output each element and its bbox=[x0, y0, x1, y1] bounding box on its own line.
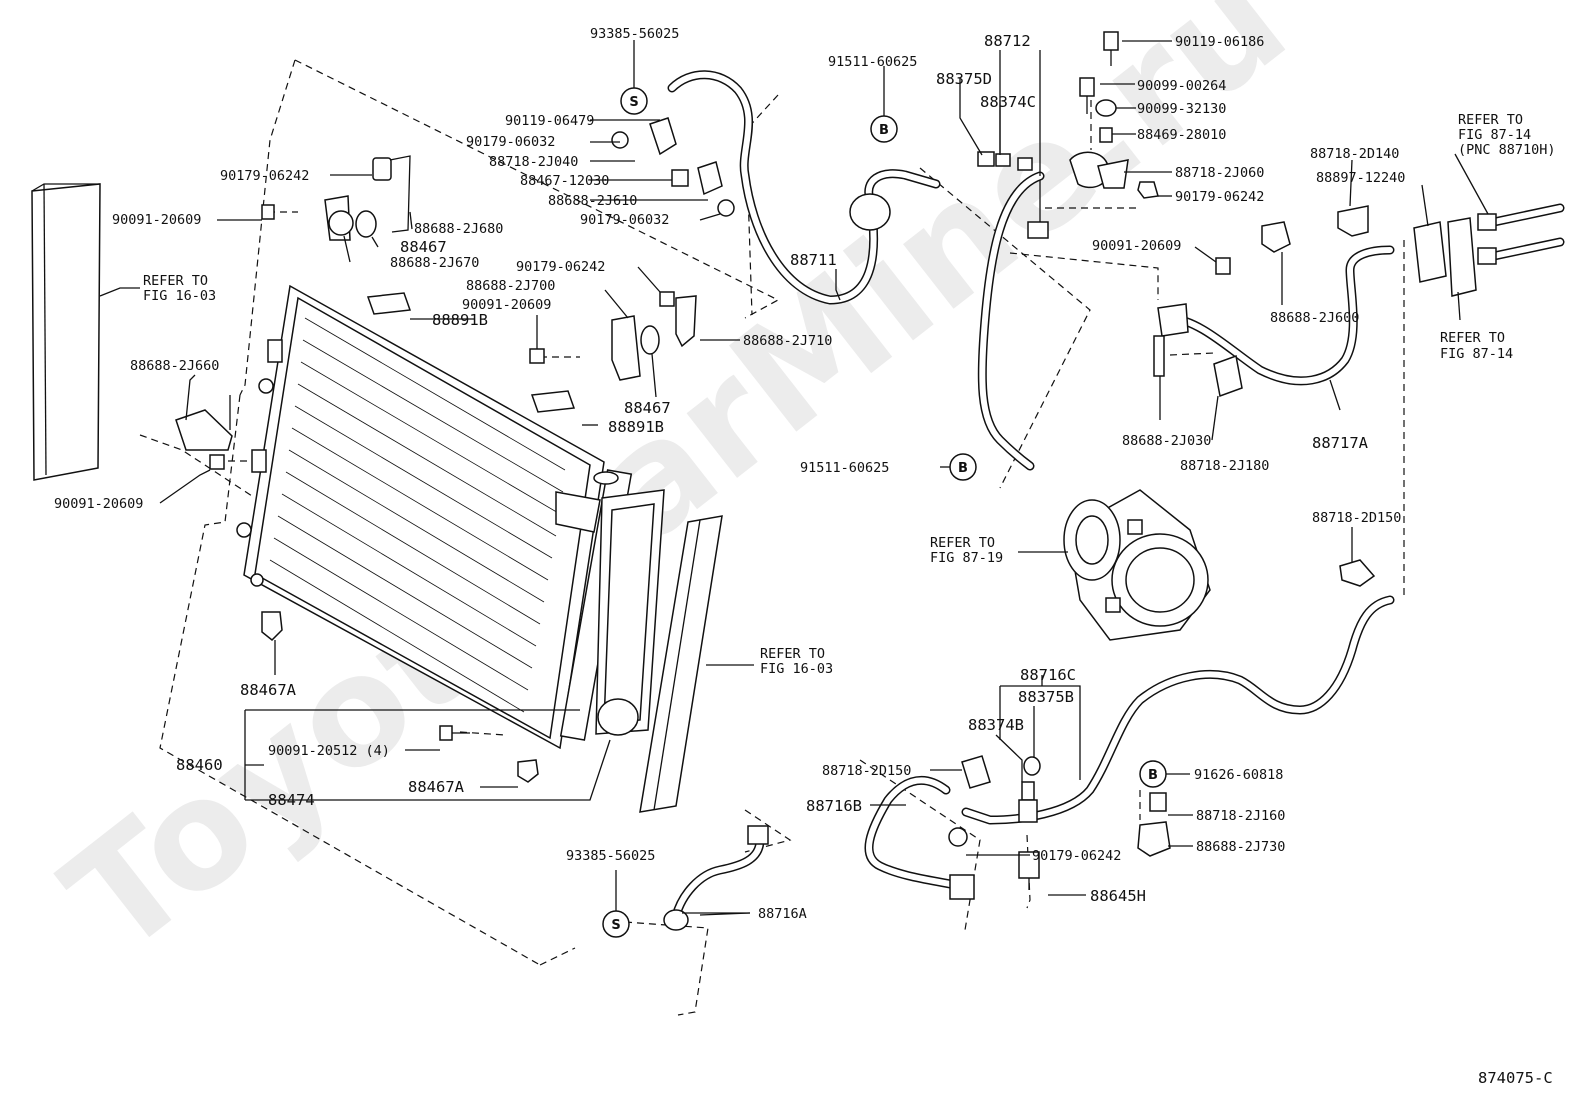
part-label: 88718-2D140 bbox=[1310, 146, 1399, 162]
svg-text:S: S bbox=[629, 95, 638, 110]
part-label: 90179-06242 bbox=[1175, 189, 1264, 205]
part-label: 88891B bbox=[432, 311, 488, 329]
hose-88712 bbox=[977, 151, 1049, 471]
part-label: 90179-06032 bbox=[580, 212, 669, 228]
badge-s-top: S bbox=[620, 87, 648, 115]
part-label: 90179-06242 bbox=[1032, 848, 1121, 864]
part-label: 88460 bbox=[176, 756, 223, 774]
hose-88711 bbox=[611, 70, 941, 305]
part-label: 90179-06242 bbox=[516, 259, 605, 275]
part-label: 88688-2J710 bbox=[743, 333, 832, 349]
part-label: 90179-06242 bbox=[220, 168, 309, 184]
part-label: 91626-60818 bbox=[1194, 767, 1283, 783]
part-label: 88718-2J060 bbox=[1175, 165, 1264, 181]
part-label: 88718-2J160 bbox=[1196, 808, 1285, 824]
seal-88474 bbox=[595, 489, 665, 736]
part-label: 88688-2J600 bbox=[1270, 310, 1359, 326]
part-label: 88467-12030 bbox=[520, 173, 609, 189]
hose-88717A bbox=[1153, 203, 1565, 398]
badge-b-top: B bbox=[870, 115, 898, 143]
part-label: 88716C bbox=[1020, 666, 1076, 684]
part-label: 88467A bbox=[408, 778, 465, 796]
refer-to-fig87-14-bottom: FIG 87-14 bbox=[1440, 346, 1513, 362]
refer-to-fig16-03-left: REFER TO bbox=[143, 273, 208, 289]
part-label: 88712 bbox=[984, 32, 1031, 50]
part-label: 88375B bbox=[1018, 688, 1074, 706]
seal-fig16-03-right bbox=[639, 515, 723, 813]
refer-to-fig16-03-right: REFER TO bbox=[760, 646, 825, 662]
part-label: 90091-20512 (4) bbox=[268, 743, 390, 759]
part-label: 88718-2J040 bbox=[489, 154, 578, 170]
part-label: 88374C bbox=[980, 93, 1036, 111]
part-label: 91511-60625 bbox=[828, 54, 917, 70]
part-label: 93385-56025 bbox=[566, 848, 655, 864]
part-label: 88688-2J610 bbox=[548, 193, 637, 209]
part-label: 88474 bbox=[268, 791, 315, 809]
figure-id: 874075-C bbox=[1478, 1069, 1553, 1087]
part-label: 88688-2J670 bbox=[390, 255, 479, 271]
part-label: 88711 bbox=[790, 251, 837, 269]
part-label: 88688-2J660 bbox=[130, 358, 219, 374]
svg-text:B: B bbox=[1148, 768, 1158, 783]
hose-88716A bbox=[663, 825, 769, 931]
leader-lines bbox=[99, 40, 1489, 916]
part-label: 88645H bbox=[1090, 887, 1146, 905]
part-label: 88891B bbox=[608, 418, 664, 436]
svg-text:B: B bbox=[958, 461, 968, 476]
refer-to-fig87-14-bottom: REFER TO bbox=[1440, 330, 1505, 346]
part-label: 88374B bbox=[968, 716, 1024, 734]
part-label: 90119-06479 bbox=[505, 113, 594, 129]
hose-88716B-88716C bbox=[864, 559, 1395, 900]
badge-s-bottom: S bbox=[602, 910, 630, 938]
part-label: 88716B bbox=[806, 797, 862, 815]
part-label: 90179-06032 bbox=[466, 134, 555, 150]
condenser-assembly bbox=[31, 183, 633, 783]
part-label: 88718-2J180 bbox=[1180, 458, 1269, 474]
part-label: 88688-2J730 bbox=[1196, 839, 1285, 855]
part-label: 88467 bbox=[624, 399, 671, 417]
badge-b-middle: B bbox=[949, 453, 977, 481]
part-label: 90091-20609 bbox=[462, 297, 551, 313]
part-label: 88897-12240 bbox=[1316, 170, 1405, 186]
part-label: 88688-2J700 bbox=[466, 278, 555, 294]
part-label: 90091-20609 bbox=[54, 496, 143, 512]
watermark: ToyotaCarMine.ru bbox=[35, 0, 1317, 988]
refer-to-labels: REFER TO FIG 16-03 REFER TO FIG 16-03 RE… bbox=[143, 112, 1556, 677]
part-label: 88716A bbox=[758, 906, 807, 922]
part-label: 90091-20609 bbox=[112, 212, 201, 228]
part-label: 88467A bbox=[240, 681, 297, 699]
part-labels: 93385-56025 90119-06479 90179-06032 8871… bbox=[54, 26, 1405, 922]
refer-to-fig16-03-right: FIG 16-03 bbox=[760, 661, 833, 677]
ac-compressor bbox=[1063, 489, 1211, 641]
part-label: 90119-06186 bbox=[1175, 34, 1264, 50]
part-label: 90099-32130 bbox=[1137, 101, 1226, 117]
refer-to-fig87-14-top: FIG 87-14 bbox=[1458, 127, 1531, 143]
refer-to-fig87-14-top: (PNC 88710H) bbox=[1458, 142, 1556, 158]
part-label: 88718-2D150 bbox=[822, 763, 911, 779]
part-label: 88717A bbox=[1312, 434, 1369, 452]
condenser-fins bbox=[269, 317, 566, 713]
clamp-stack bbox=[1069, 31, 1159, 199]
refer-to-fig16-03-left: FIG 16-03 bbox=[143, 288, 216, 304]
part-label: 88375D bbox=[936, 70, 992, 88]
part-label: 91511-60625 bbox=[800, 460, 889, 476]
badge-b-lower: B bbox=[1139, 760, 1167, 788]
refer-to-fig87-14-top: REFER TO bbox=[1458, 112, 1523, 128]
part-label: 88469-28010 bbox=[1137, 127, 1226, 143]
svg-text:S: S bbox=[611, 918, 620, 933]
part-label: 90091-20609 bbox=[1092, 238, 1181, 254]
svg-text:B: B bbox=[879, 123, 889, 138]
refer-to-fig87-19: REFER TO bbox=[930, 535, 995, 551]
part-label: 93385-56025 bbox=[590, 26, 679, 42]
part-label: 88718-2D150 bbox=[1312, 510, 1401, 526]
refer-to-fig87-19: FIG 87-19 bbox=[930, 550, 1003, 566]
part-label: 88688-2J030 bbox=[1122, 433, 1211, 449]
upper-brackets bbox=[175, 155, 697, 470]
part-label: 88688-2J680 bbox=[414, 221, 503, 237]
part-label: 88467 bbox=[400, 238, 447, 256]
part-label: 90099-00264 bbox=[1137, 78, 1226, 94]
